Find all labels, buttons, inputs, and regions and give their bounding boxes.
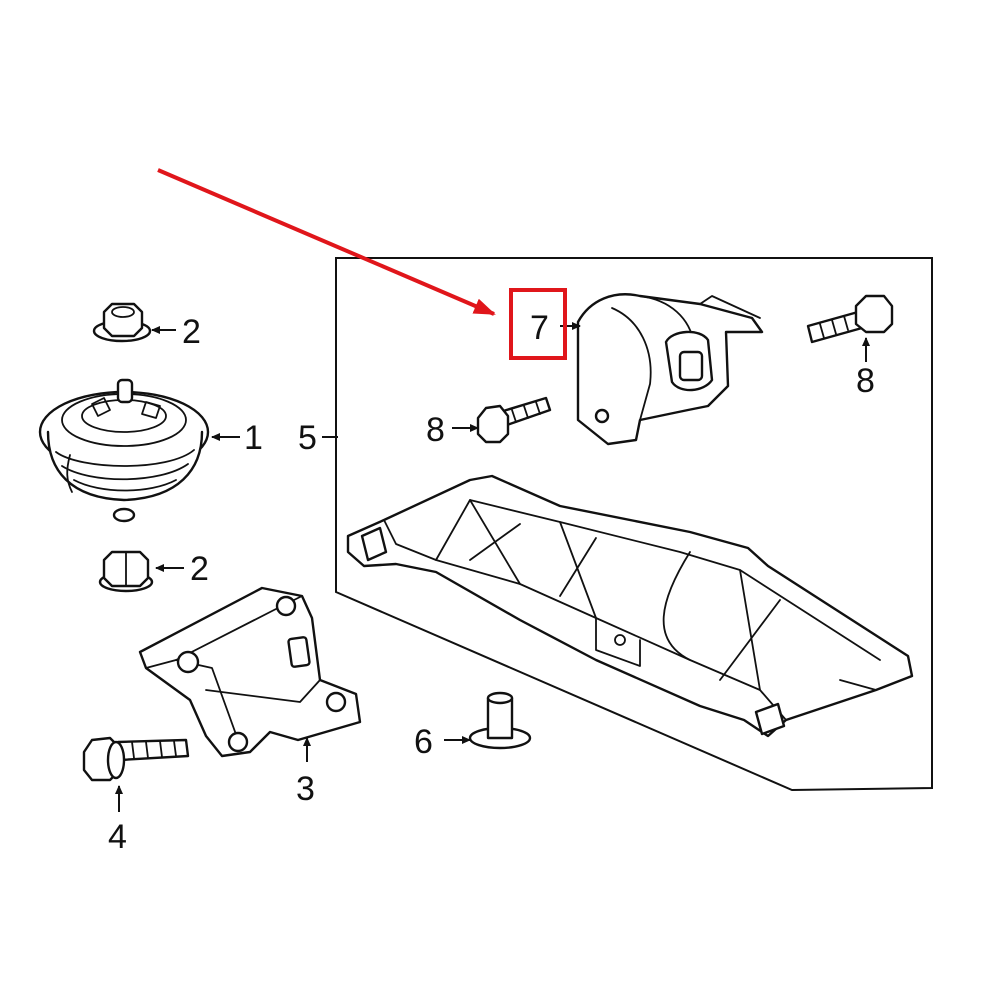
callout-1: 1 — [244, 419, 263, 457]
highlight-arrow — [157, 168, 496, 316]
mount-bracket-icon — [138, 586, 362, 758]
callout-6: 6 — [414, 723, 433, 761]
callout-3: 3 — [296, 770, 315, 808]
engine-mount-icon — [38, 378, 210, 523]
assembly-group-outline — [335, 257, 933, 792]
crossmember-icon — [346, 474, 914, 738]
bolt-icon — [476, 396, 552, 444]
transmission-mount-icon — [576, 293, 764, 446]
callout-4: 4 — [108, 818, 127, 856]
flange-nut-icon — [92, 302, 152, 343]
highlight-box — [509, 288, 567, 360]
callout-2-lower: 2 — [190, 550, 209, 588]
bolt-icon — [806, 294, 894, 344]
callout-8-right: 8 — [856, 362, 875, 400]
callout-5: 5 — [298, 419, 317, 457]
callout-8-center: 8 — [426, 411, 445, 449]
callout-7: 7 — [530, 309, 549, 347]
flange-nut-icon — [98, 550, 154, 593]
bolt-icon — [82, 736, 190, 782]
stud-icon — [468, 691, 532, 750]
callout-2-upper: 2 — [182, 313, 201, 351]
